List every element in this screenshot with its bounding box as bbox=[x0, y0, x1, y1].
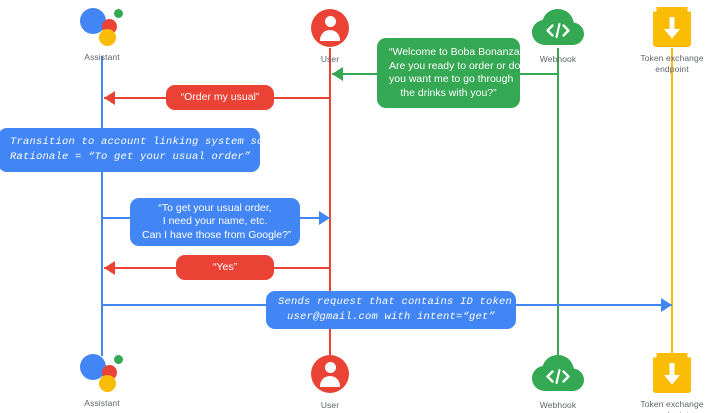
actor-label-assistant-top: Assistant bbox=[84, 52, 120, 62]
message-arrowhead-need-your-name bbox=[319, 211, 330, 225]
bubble-line: you want me to go through bbox=[389, 73, 514, 85]
actor-token-endpoint-top[interactable]: Token exchange endpoint bbox=[612, 5, 725, 75]
lifeline-user bbox=[329, 48, 331, 356]
actor-user-top[interactable]: User bbox=[270, 6, 390, 65]
bubble-line: “Order my usual” bbox=[180, 90, 260, 103]
bubble-line: user@gmail.com with intent=“get” bbox=[286, 311, 496, 323]
lifeline-token-endpoint bbox=[671, 48, 673, 356]
user-avatar-icon bbox=[270, 6, 390, 50]
actor-webhook-bottom[interactable]: Webhook bbox=[498, 352, 618, 411]
actor-label-token-endpoint-top: Token exchange endpoint bbox=[612, 53, 725, 75]
lifeline-assistant bbox=[101, 56, 103, 356]
message-arrowhead-order-my-usual bbox=[104, 91, 115, 105]
actor-token-endpoint-bottom[interactable]: Token exchange endpoint bbox=[612, 351, 725, 413]
message-arrowhead-welcome bbox=[332, 67, 343, 81]
bubble-line: I need your name, etc. bbox=[162, 215, 268, 228]
actor-label-user-bottom: User bbox=[320, 400, 340, 410]
actor-label-webhook-bottom: Webhook bbox=[539, 400, 577, 410]
token-label-line1: Token exchange bbox=[640, 399, 704, 409]
bubble-line: the drinks with you?” bbox=[400, 86, 497, 99]
google-assistant-icon bbox=[42, 350, 162, 394]
bubble-line: “Yes” bbox=[212, 260, 238, 273]
bubble-line: Are you ready to order or do bbox=[389, 59, 521, 72]
message-bubble-order-my-usual: “Order my usual” bbox=[166, 85, 274, 110]
cloud-code-icon bbox=[498, 6, 618, 50]
bubble-line: “Welcome to Boba Bonanza! bbox=[389, 46, 523, 58]
actor-assistant-top[interactable]: Assistant bbox=[42, 4, 162, 63]
token-label-line1: Token exchange bbox=[640, 53, 704, 63]
download-box-icon bbox=[612, 5, 725, 49]
message-arrowhead-yes bbox=[104, 261, 115, 275]
bubble-line: Rationale = “To get your usual order” bbox=[10, 151, 251, 163]
message-bubble-yes: “Yes” bbox=[176, 255, 274, 280]
cloud-code-icon bbox=[498, 352, 618, 396]
bubble-line: Transition to account linking system sce… bbox=[10, 136, 290, 148]
message-bubble-transition-note: Transition to account linking system sce… bbox=[0, 128, 290, 172]
actor-assistant-bottom[interactable]: Assistant bbox=[42, 350, 162, 409]
message-bubble-welcome: “Welcome to Boba Bonanza! Are you ready … bbox=[377, 38, 523, 108]
actor-label-token-endpoint-bottom: Token exchange endpoint bbox=[612, 399, 725, 413]
message-bubble-need-your-name: “To get your usual order, I need your na… bbox=[130, 198, 300, 246]
actor-label-user-top: User bbox=[320, 54, 340, 64]
actor-label-assistant-bottom: Assistant bbox=[84, 398, 120, 408]
bubble-line: “To get your usual order, bbox=[158, 201, 272, 214]
bubble-line: Can I have those from Google?” bbox=[142, 228, 292, 241]
actor-user-bottom[interactable]: User bbox=[270, 352, 390, 411]
bubble-line: Sends request that contains ID token for bbox=[278, 296, 539, 308]
token-label-line2: endpoint bbox=[655, 64, 689, 74]
download-box-icon bbox=[612, 351, 725, 395]
lifeline-webhook bbox=[557, 48, 559, 356]
message-bubble-sends-request: Sends request that contains ID token for… bbox=[266, 291, 539, 329]
token-label-line2: endpoint bbox=[655, 410, 688, 413]
actor-label-webhook-top: Webhook bbox=[539, 54, 577, 64]
message-arrowhead-sends-request bbox=[661, 298, 672, 312]
user-avatar-icon bbox=[270, 352, 390, 396]
actor-webhook-top[interactable]: Webhook bbox=[498, 6, 618, 65]
google-assistant-icon bbox=[42, 4, 162, 48]
